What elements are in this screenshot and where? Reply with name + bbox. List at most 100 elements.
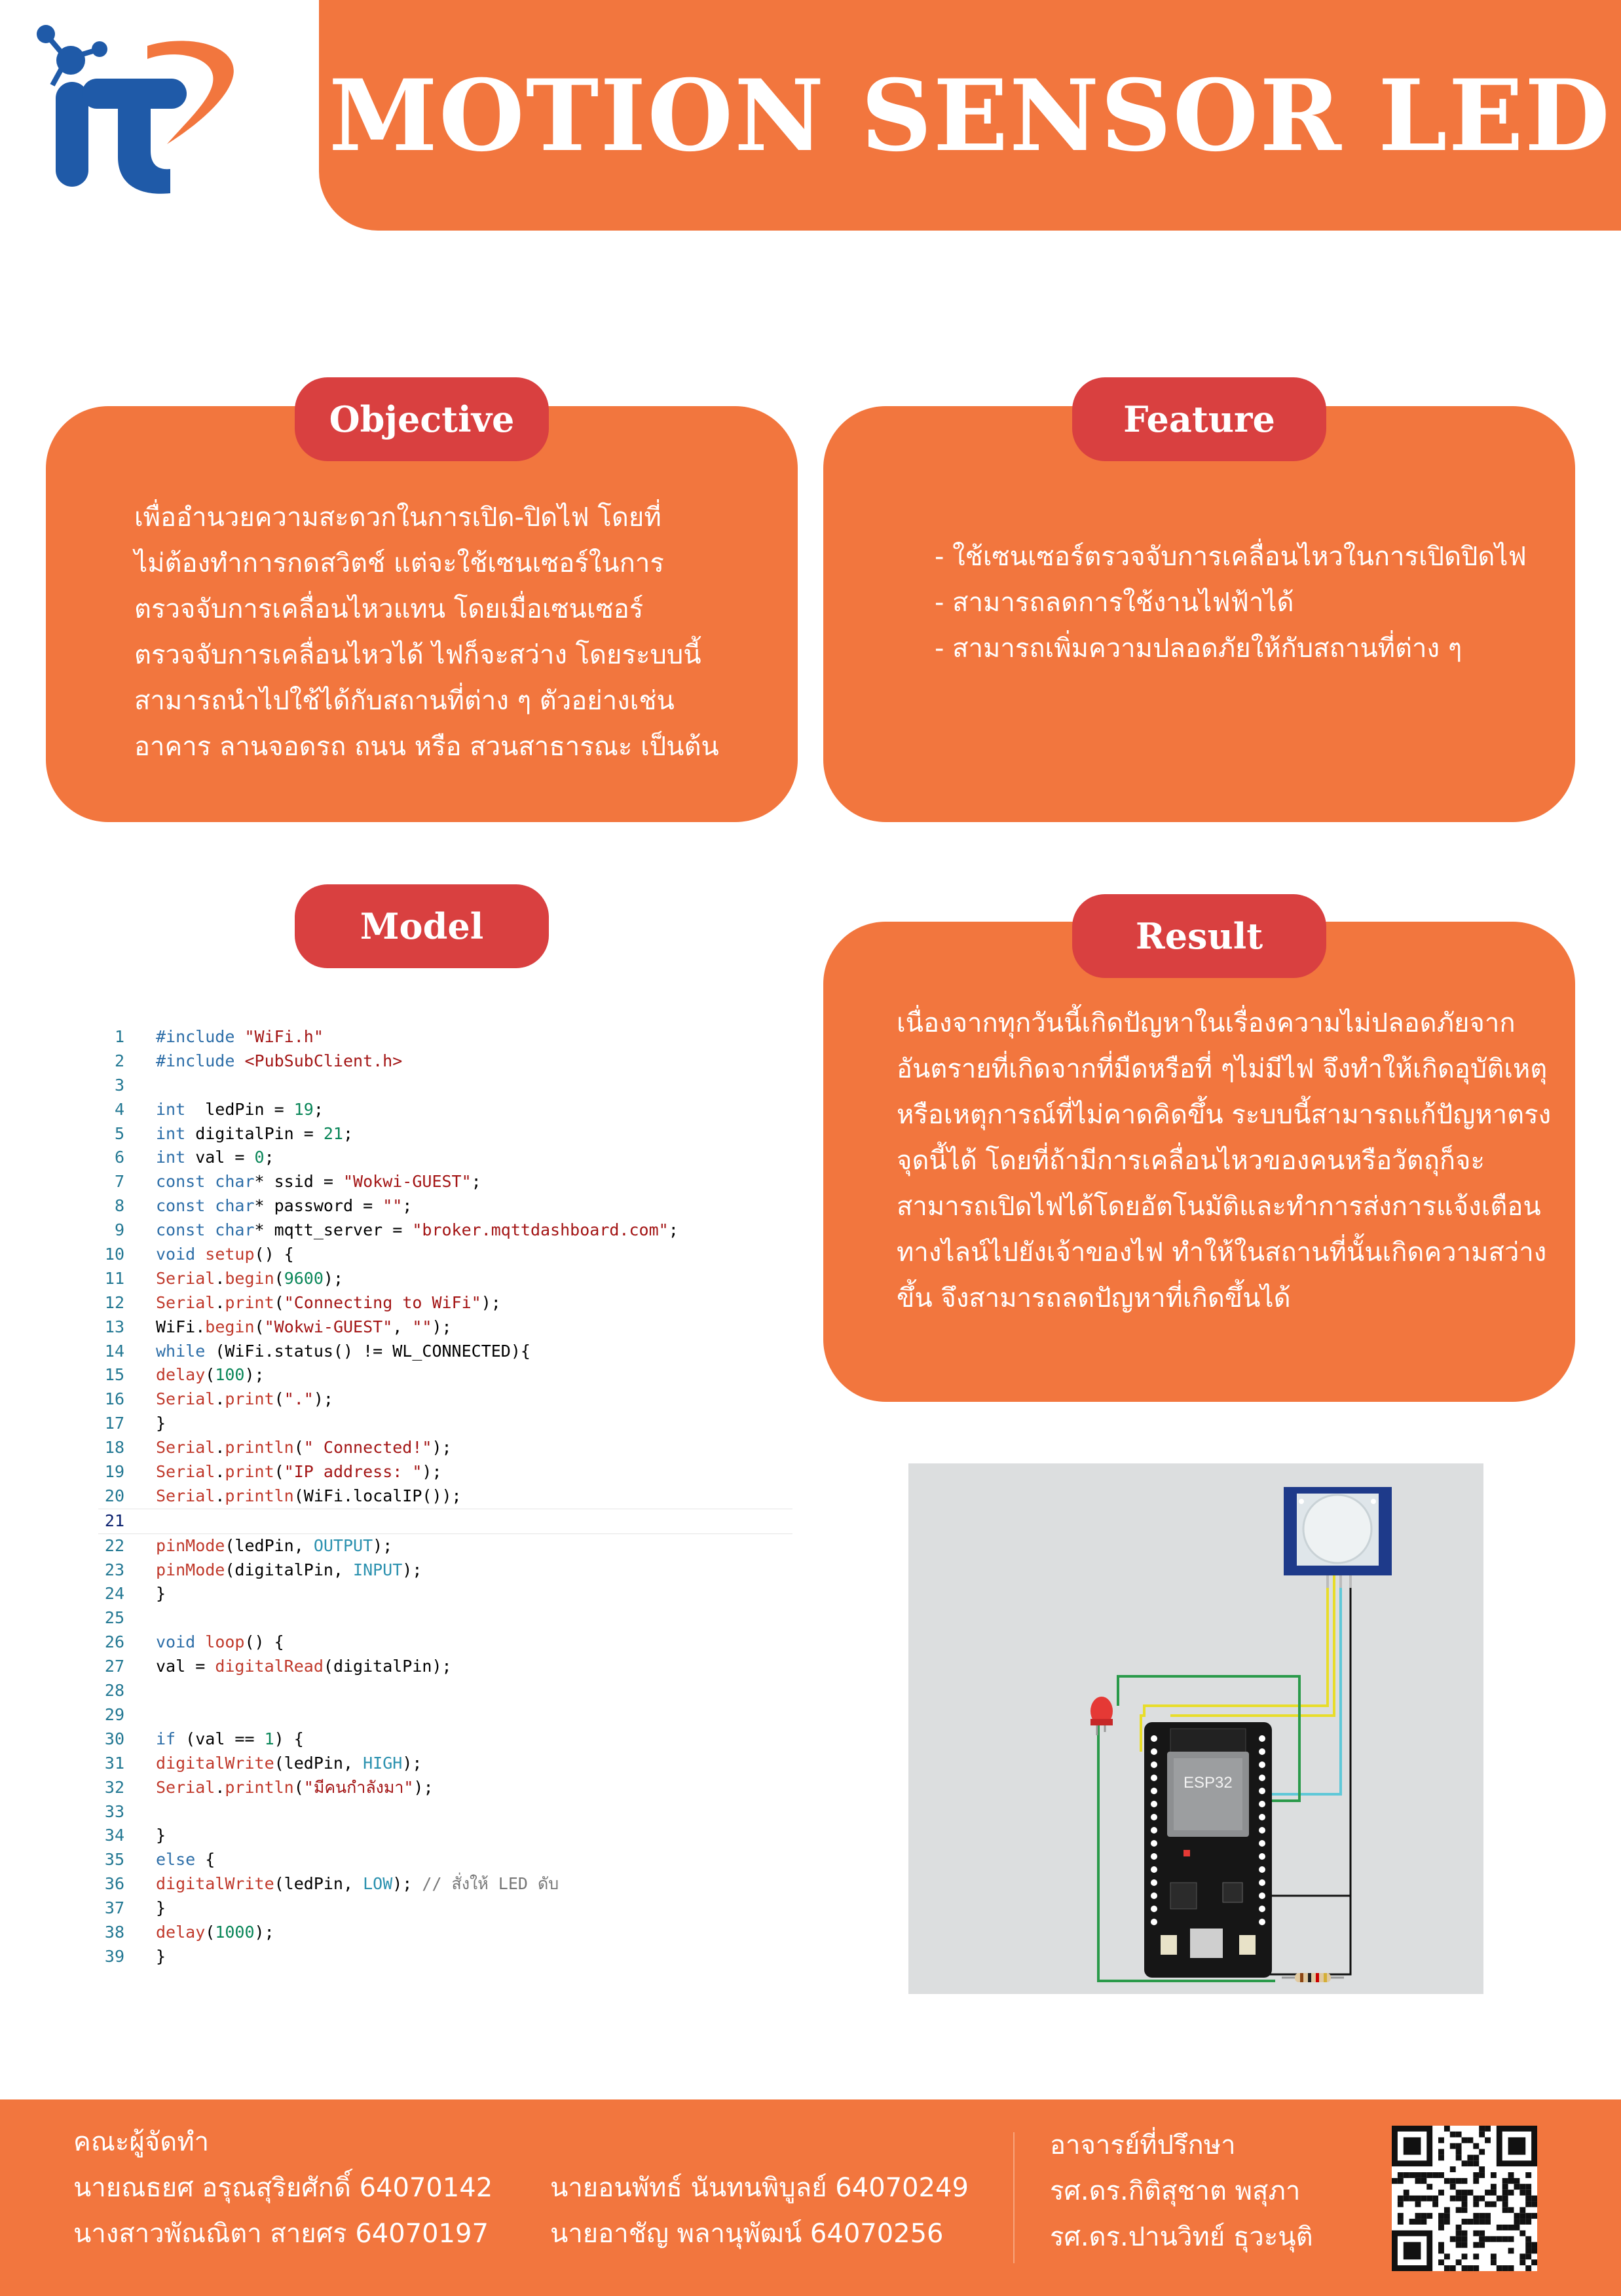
logo-t-stem (118, 92, 170, 194)
line-number: 8 (114, 1196, 124, 1216)
circuit-simulation: ESP32 (908, 1463, 1483, 1994)
line-number: 9 (114, 1220, 124, 1240)
line-number: 2 (114, 1051, 124, 1070)
line-number: 35 (104, 1850, 124, 1870)
feature-panel: - ใช้เซนเซอร์ตรวจจับการเคลื่อนไหวในการเป… (823, 406, 1575, 822)
model-heading: Model (295, 884, 549, 968)
line-number: 14 (104, 1341, 124, 1361)
resistor (1282, 1973, 1344, 1982)
line-number: 6 (114, 1148, 124, 1167)
wire-cyan (1262, 1575, 1342, 1796)
logo-node (37, 25, 55, 43)
wire-black (1269, 1575, 1352, 1976)
code-line: 28 (98, 1679, 792, 1703)
line-number: 32 (104, 1777, 124, 1797)
line-number: 10 (104, 1245, 124, 1264)
advisor-heading: อาจารย์ที่ปรึกษา (1050, 2130, 1236, 2160)
line-number: 13 (104, 1317, 124, 1336)
advisor-name: รศ.ดร.ปานวิทย์ ธุวะนุติ (1050, 2222, 1313, 2252)
result-line: ทางไลน์ไปยังเจ้าของไฟ ทำให้ในสถานที่นั้น… (897, 1237, 1547, 1268)
objective-line: อาคาร ลานจอดรถ ถนน หรือ สวนสาธารณะ เป็นต… (134, 732, 719, 762)
result-line: สามารถเปิดไฟได้โดยอัตโนมัติและทำการส่งกา… (897, 1192, 1541, 1222)
line-number: 27 (104, 1657, 124, 1676)
wire-yellow (1140, 1575, 1329, 1752)
logo-swoosh (147, 41, 234, 144)
code-line: 37} (98, 1896, 792, 1921)
poster-title: MOTION SENSOR LED (329, 58, 1611, 174)
line-number: 28 (104, 1681, 124, 1701)
line-number: 24 (104, 1584, 124, 1604)
line-number: 15 (104, 1365, 124, 1385)
line-number: 1 (114, 1027, 124, 1046)
code-line: 33 (98, 1800, 792, 1824)
line-number: 16 (104, 1389, 124, 1409)
team-heading: คณะผู้จัดทำ (73, 2127, 210, 2157)
footer: คณะผู้จัดทำ นายณธยศ อรุณสุริยศักดิ์ 6407… (0, 2099, 1621, 2296)
code-line: 24} (98, 1582, 792, 1606)
line-number: 22 (104, 1535, 124, 1555)
team-member: นายณธยศ อรุณสุริยศักดิ์ 64070142 (73, 2173, 493, 2203)
team-member: นายอนพัทธ์ นันทนพิบูลย์ 64070249 (550, 2173, 969, 2203)
line-number: 34 (104, 1826, 124, 1845)
line-number: 18 (104, 1438, 124, 1458)
code-line: 25 (98, 1606, 792, 1630)
pir-sensor (1284, 1487, 1392, 1588)
code-line: 21 (98, 1508, 792, 1534)
objective-line: ตรวจจับการเคลื่อนไหวได้ ไฟก็จะสว่าง โดยร… (134, 640, 701, 670)
code-listing: 1#include "WiFi.h"2#include <PubSubClien… (98, 1025, 792, 1969)
result-text: เนื่องจากทุกวันนี้เกิดปัญหาในเรื่องความไ… (897, 1000, 1558, 1321)
line-number: 26 (104, 1632, 124, 1652)
code-line: 39} (98, 1945, 792, 1969)
advisor-name: รศ.ดร.กิติสุชาต พสุภา (1050, 2176, 1301, 2206)
wire-yellow-2 (1170, 1575, 1335, 1717)
result-heading: Result (1072, 894, 1326, 978)
line-number: 38 (104, 1922, 124, 1942)
line-number: 33 (104, 1801, 124, 1821)
result-line: ขึ้น จึงสามารถลดปัญหาที่เกิดขึ้นได้ (897, 1283, 1291, 1313)
line-number: 12 (104, 1292, 124, 1312)
objective-text: เพื่ออำนวยความสะดวกในการเปิด-ปิดไฟ โดยที… (134, 495, 763, 770)
line-number: 39 (104, 1946, 124, 1966)
objective-line: ตรวจจับการเคลื่อนไหวแทน โดยเมื่อเซนเซอร์ (134, 594, 644, 624)
objective-heading: Objective (295, 377, 549, 461)
code-line: 2#include <PubSubClient.h> (98, 1049, 792, 1074)
line-number: 7 (114, 1172, 124, 1192)
feature-item: - ใช้เซนเซอร์ตรวจจับการเคลื่อนไหวในการเป… (935, 542, 1527, 572)
objective-line: ไม่ต้องทำการกดสวิตช์ แต่จะใช้เซนเซอร์ในก… (134, 548, 664, 578)
line-number: 31 (104, 1753, 124, 1773)
line-number: 17 (104, 1414, 124, 1433)
logo-node (92, 41, 107, 57)
team-member: นางสาวพัณณิตา สายศร 64070197 (73, 2219, 489, 2249)
code-line: 1#include "WiFi.h" (98, 1025, 792, 1049)
code-line: 17} (98, 1412, 792, 1436)
esp32-board: ESP32 (1144, 1722, 1272, 1978)
line-number: 36 (104, 1874, 124, 1894)
result-line: เนื่องจากทุกวันนี้เกิดปัญหาในเรื่องความไ… (897, 1008, 1516, 1038)
feature-list: - ใช้เซนเซอร์ตรวจจับการเคลื่อนไหวในการเป… (935, 534, 1557, 671)
red-led (1090, 1697, 1113, 1735)
feature-item: - สามารถลดการใช้งานไฟฟ้าได้ (935, 588, 1294, 618)
qr-code (1392, 2126, 1537, 2271)
line-number: 25 (104, 1608, 124, 1628)
